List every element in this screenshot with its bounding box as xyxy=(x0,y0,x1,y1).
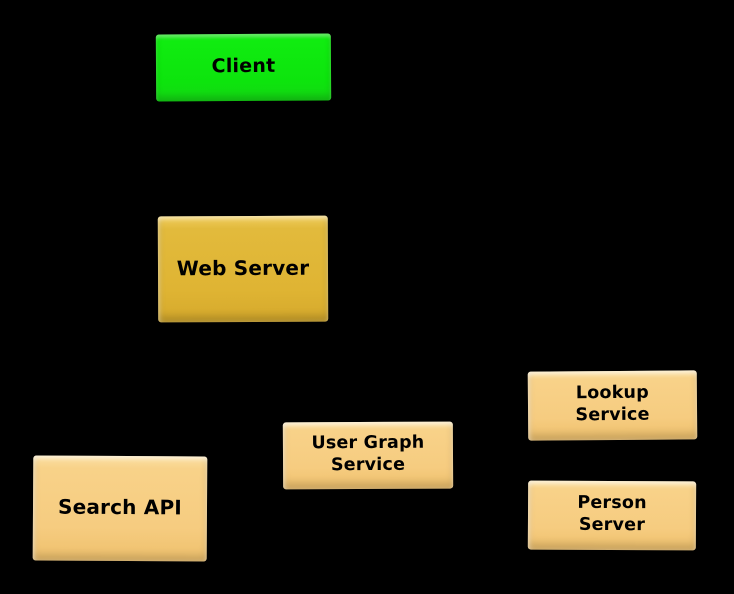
node-search-api: Search API xyxy=(32,455,208,562)
node-person-server-label: Person Server xyxy=(577,492,647,535)
node-user-graph-service-label: User Graph Service xyxy=(311,432,425,475)
node-user-graph-service: User Graph Service xyxy=(282,421,454,490)
node-web-server-label: Web Server xyxy=(176,255,310,280)
node-lookup-service-label: Lookup Service xyxy=(575,382,650,425)
node-search-api-label: Search API xyxy=(57,494,183,520)
node-client: Client xyxy=(155,33,332,102)
node-client-label: Client xyxy=(211,54,276,77)
node-web-server: Web Server xyxy=(157,215,329,323)
node-person-server: Person Server xyxy=(527,480,697,551)
node-lookup-service: Lookup Service xyxy=(527,370,698,441)
